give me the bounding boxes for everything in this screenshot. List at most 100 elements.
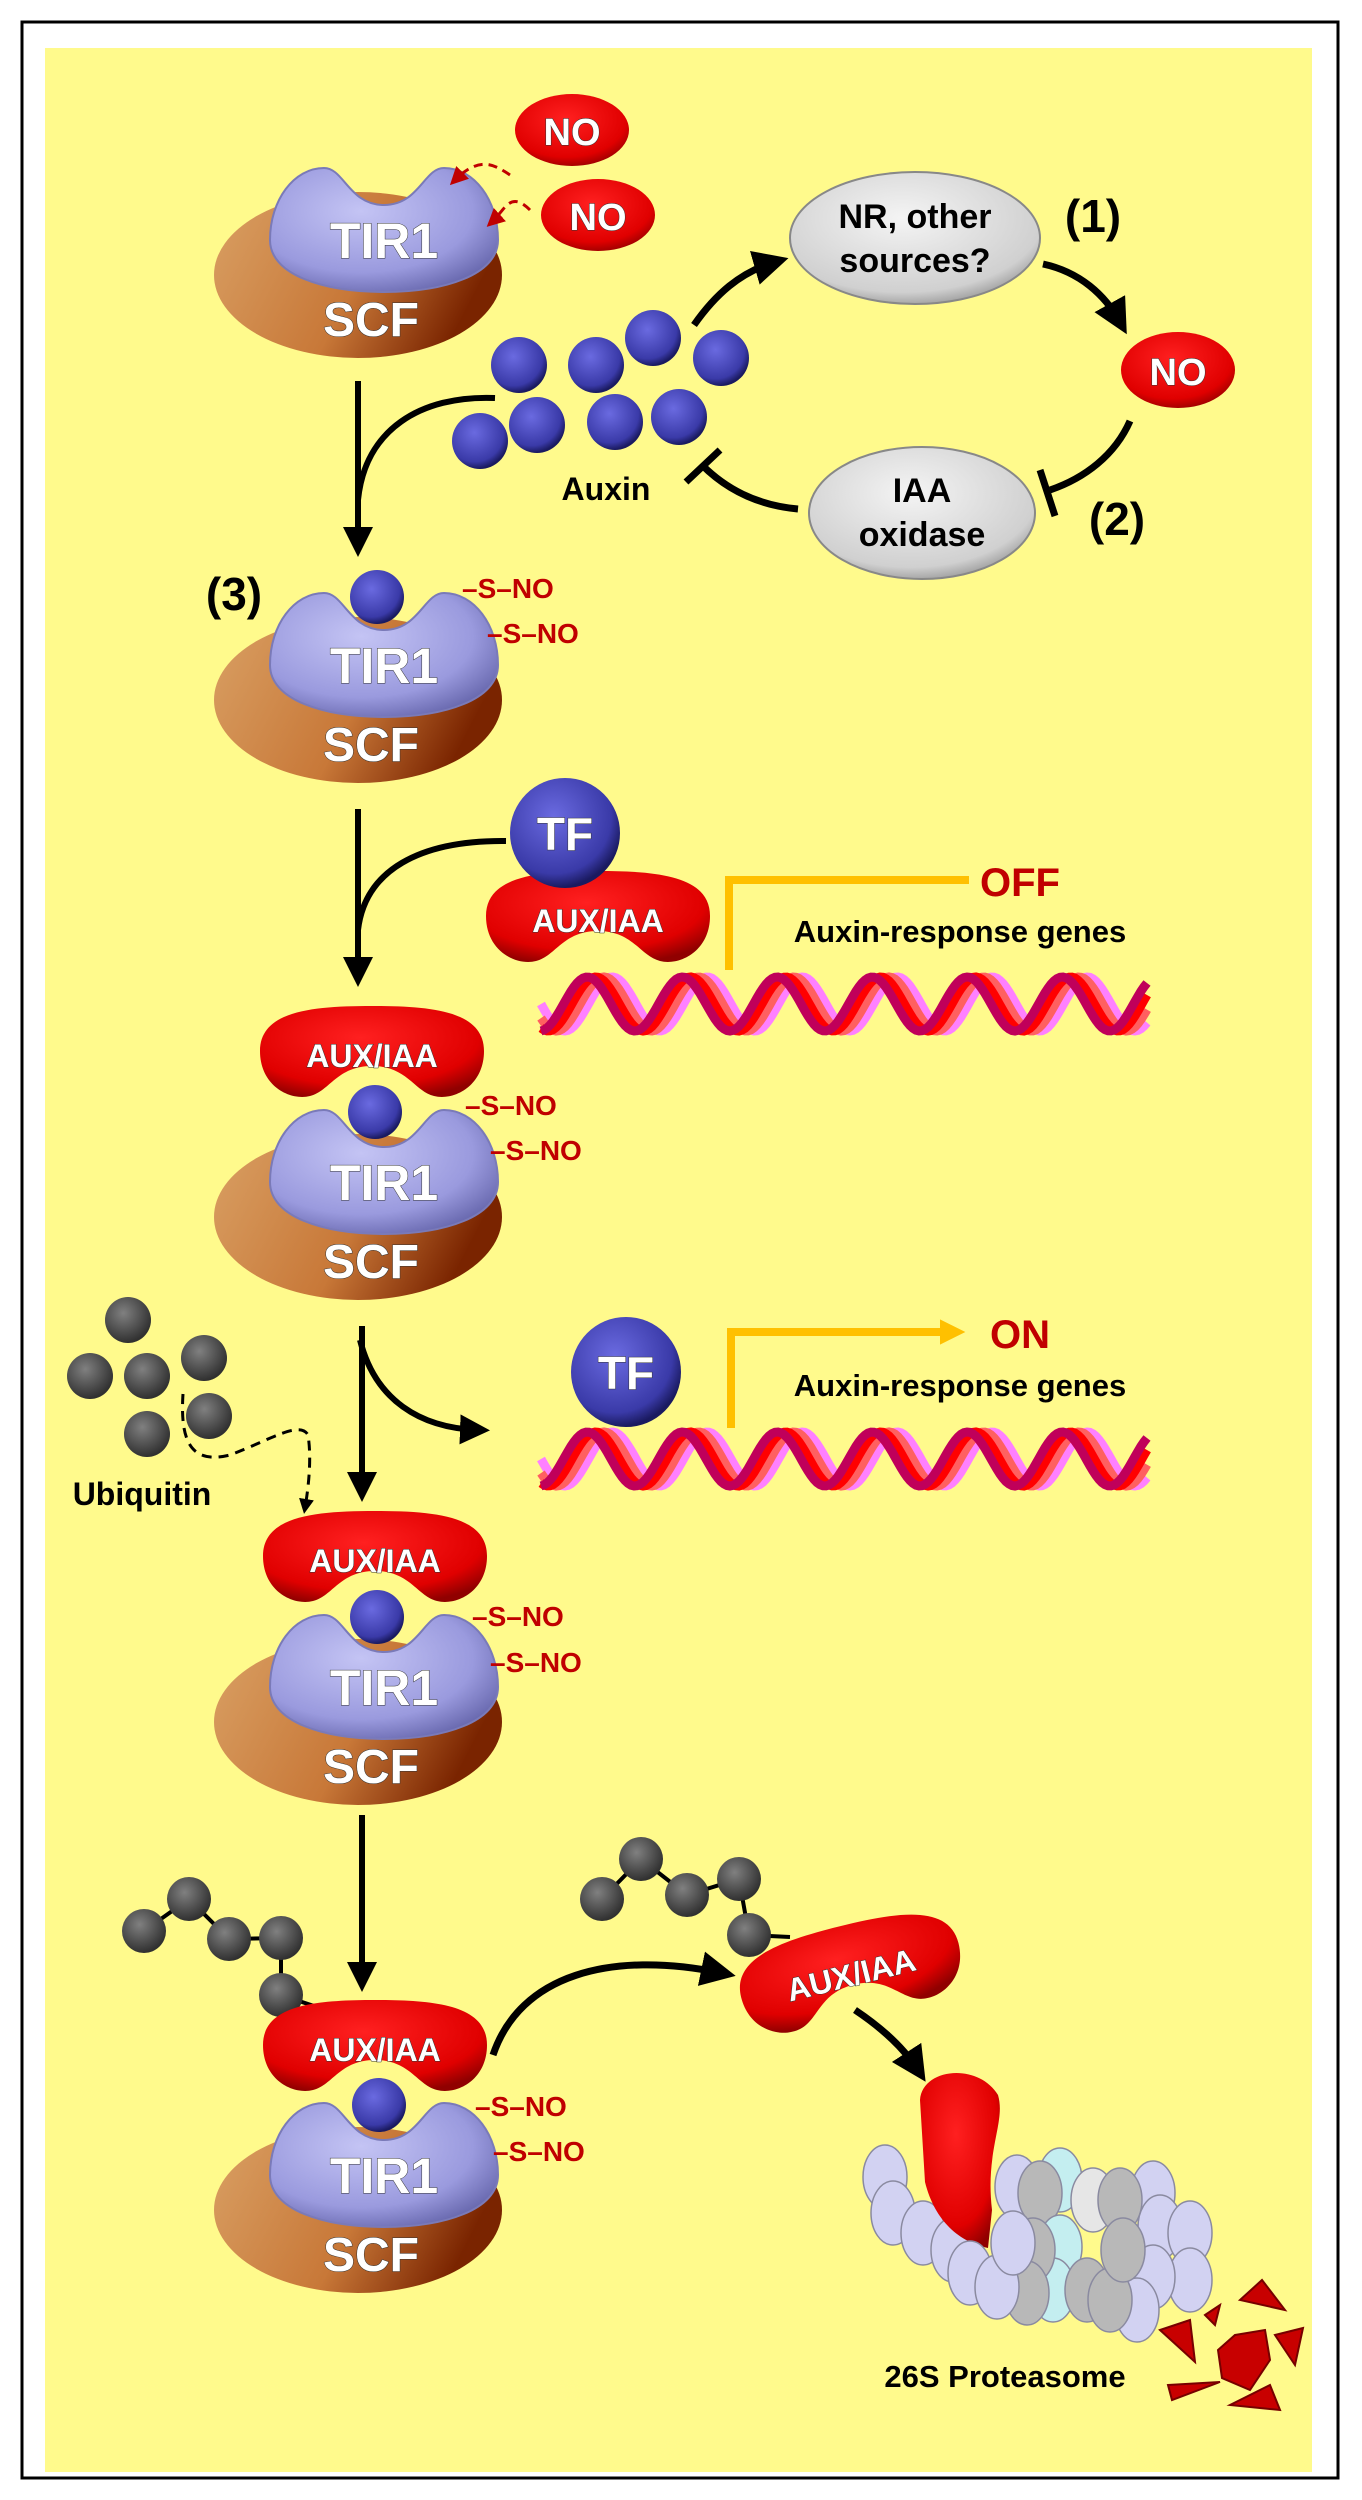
ubiquitin-molecule — [186, 1393, 232, 1439]
svg-text:–S–NO: –S–NO — [472, 1601, 564, 1632]
auxin-molecule — [491, 337, 547, 393]
on-label: ON — [990, 1313, 1050, 1357]
ubiquitin-molecule — [727, 1913, 771, 1957]
ubiquitin-chain-1 — [122, 1877, 324, 2017]
iaa-oxidase-node: IAA oxidase — [808, 446, 1036, 580]
dna-strand — [539, 1427, 1151, 1491]
proteasome-label: 26S Proteasome — [884, 2359, 1125, 2394]
proteasome-subunit — [990, 2210, 1036, 2276]
tf-bound-off: TF — [510, 778, 620, 888]
svg-text:TF: TF — [598, 1347, 654, 1399]
no-molecule-2: NO — [541, 179, 655, 251]
inhibition-bar-2 — [683, 447, 723, 485]
ubiquitin-molecule — [580, 1877, 624, 1921]
svg-text:sources?: sources? — [839, 242, 990, 280]
svg-text:SCF: SCF — [323, 1741, 419, 1794]
ubiquitin-molecule — [67, 1353, 113, 1399]
s-no-label: –S–NO — [487, 618, 579, 649]
proteasome-subunit — [1100, 2217, 1146, 2283]
no-inhibits-oxidase — [1048, 419, 1134, 494]
ubiquitin-dashed-arrow — [181, 1393, 314, 1514]
to-proteasome-arrow — [853, 2007, 926, 2082]
auxin-bound — [350, 570, 404, 624]
nr-other-sources-node: NR, other sources? — [789, 171, 1041, 305]
svg-text:TIR1: TIR1 — [330, 638, 438, 694]
auxin-cluster — [452, 310, 749, 469]
genes-label-on: Auxin-response genes — [794, 1368, 1126, 1403]
svg-text:AUX/IAA: AUX/IAA — [532, 903, 664, 939]
auxin-molecule — [568, 337, 624, 393]
svg-text:NO: NO — [570, 197, 627, 239]
step-1-label: (1) — [1065, 190, 1121, 242]
tir1-scf-aux-iaa-complex-4: AUX/IAA TIR1 SCF –S–NO –S–NO — [213, 1511, 582, 1806]
ubiquitin-molecule — [122, 1909, 166, 1953]
auxin-molecule — [651, 389, 707, 445]
svg-text:oxidase: oxidase — [859, 516, 986, 554]
oxidase-inhibits-auxin — [699, 462, 799, 513]
ubiquitin-chain-2 — [580, 1837, 791, 1957]
svg-text:–S–NO: –S–NO — [493, 2136, 585, 2167]
auxin-to-sources-arrow — [691, 250, 789, 328]
tf-release-arrow — [357, 1339, 490, 1445]
auxin-binding-curve — [355, 394, 496, 501]
auxin-molecule — [625, 310, 681, 366]
tir1-label: TIR1 — [330, 213, 438, 269]
ubiquitin-molecule — [181, 1335, 227, 1381]
svg-text:AUX/IAA: AUX/IAA — [309, 2032, 441, 2068]
svg-text:NO: NO — [544, 112, 601, 154]
ubiquitin-molecule — [619, 1837, 663, 1881]
ubiquitin-molecule — [207, 1917, 251, 1961]
svg-text:AUX/IAA: AUX/IAA — [306, 1038, 438, 1074]
aux-iaa-recruit-curve — [355, 837, 507, 931]
svg-text:–S–NO: –S–NO — [490, 1647, 582, 1678]
aux-iaa-repressor-on-dna: AUX/IAA — [486, 871, 710, 962]
ubiquitin-molecule — [167, 1877, 211, 1921]
no-dashed-arrow-2 — [486, 200, 532, 227]
auxin-label: Auxin — [562, 471, 651, 507]
s-no-label: –S–NO — [462, 573, 554, 604]
ubiquitin-cluster — [67, 1297, 232, 1457]
svg-text:AUX/IAA: AUX/IAA — [309, 1543, 441, 1579]
no-molecule-1: NO — [515, 94, 629, 166]
ubiquitin-molecule — [259, 1973, 303, 2017]
svg-text:NR, other: NR, other — [839, 198, 992, 236]
svg-text:TIR1: TIR1 — [330, 1155, 438, 1211]
tir1-scf-aux-iaa-complex-5: AUX/IAA TIR1 SCF –S–NO –S–NO — [213, 2000, 585, 2294]
release-aux-iaa-arrow — [489, 1951, 736, 2057]
ubiquitin-molecule — [665, 1873, 709, 1917]
ubiquitin-molecule — [259, 1916, 303, 1960]
ubiquitin-molecule — [124, 1353, 170, 1399]
svg-text:SCF: SCF — [323, 719, 419, 772]
auxin-bound — [350, 1590, 404, 1644]
proteasome-26s — [862, 2072, 1213, 2343]
auxin-bound — [348, 1085, 402, 1139]
degraded-fragments — [1158, 2278, 1305, 2412]
svg-text:NO: NO — [1150, 352, 1207, 394]
scf-label: SCF — [323, 294, 419, 347]
svg-text:TIR1: TIR1 — [330, 1660, 438, 1716]
auxin-molecule — [587, 394, 643, 450]
dna-helix-1 — [537, 972, 1151, 1036]
sources-to-no-arrow — [1042, 260, 1127, 335]
step-3-label: (3) — [206, 568, 262, 620]
ubiquitin-molecule — [717, 1857, 761, 1901]
off-label: OFF — [980, 861, 1060, 905]
step-2-label: (2) — [1089, 493, 1145, 545]
auxin-molecule — [509, 397, 565, 453]
tir1-scf-complex-1: TIR1 SCF — [213, 167, 503, 359]
tf-free-on: TF — [571, 1317, 681, 1427]
ubiquitin-molecule — [124, 1411, 170, 1457]
auxin-molecule — [452, 413, 508, 469]
ubiquitin-label: Ubiquitin — [73, 1476, 212, 1512]
dna-helix-2 — [537, 1427, 1151, 1491]
inhibition-bar-1 — [1036, 468, 1059, 518]
svg-text:–S–NO: –S–NO — [475, 2091, 567, 2122]
genes-label-off: Auxin-response genes — [794, 914, 1126, 949]
tir1-scf-aux-iaa-complex-3: AUX/IAA TIR1 SCF –S–NO –S–NO — [213, 1006, 582, 1301]
no-dashed-arrow-1 — [449, 162, 511, 186]
auxin-bound — [352, 2078, 406, 2132]
gene-on-arrow — [727, 1319, 966, 1428]
auxin-molecule — [693, 330, 749, 386]
svg-text:–S–NO: –S–NO — [490, 1135, 582, 1166]
